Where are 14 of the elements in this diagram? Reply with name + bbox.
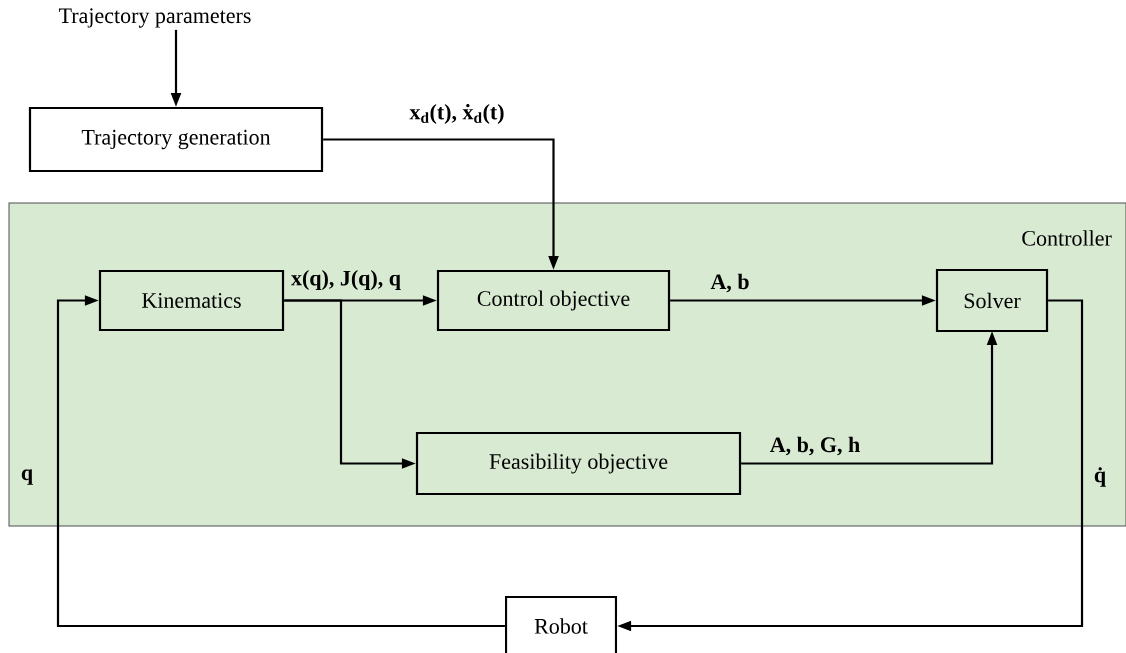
edge-label: A, b, G, h <box>770 436 860 456</box>
process-box: Feasibility objective <box>415 431 742 496</box>
edge-label: A, b <box>710 273 749 293</box>
edge-label: x(q), J(q), q <box>291 270 401 290</box>
process-box: Kinematics <box>98 269 285 332</box>
edge-label: q̇ <box>1094 467 1106 487</box>
process-box: Solver <box>935 268 1049 333</box>
process-box: Robot <box>504 595 618 653</box>
process-box: Trajectory generation <box>28 106 324 173</box>
process-box: Control objective <box>436 269 671 332</box>
edge-label: x$_{d}$(t), ẋ$_{d}$(t) <box>409 104 504 124</box>
arrow <box>56 295 505 628</box>
edge-label: q <box>21 469 33 485</box>
input-text: Trajectory parameters <box>59 8 251 28</box>
